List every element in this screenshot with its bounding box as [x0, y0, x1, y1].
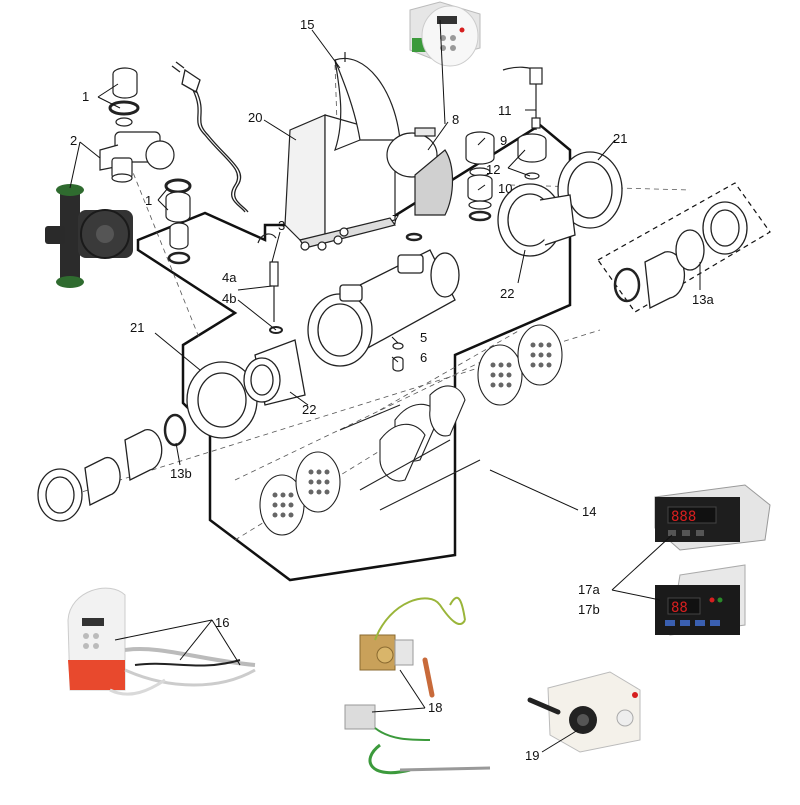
label-1-top: 1 — [82, 89, 89, 104]
label-16: 16 — [215, 615, 229, 630]
label-8: 8 — [452, 112, 459, 127]
fittings-9-10 — [465, 131, 495, 222]
label-17b: 17b — [578, 602, 600, 617]
label-2: 2 — [70, 133, 77, 148]
thermostat-18-bottom — [344, 704, 491, 775]
heat-exchanger-body — [307, 232, 460, 367]
control-box-drawing — [284, 52, 454, 251]
label-4b: 4b — [222, 291, 236, 306]
kit-13a-dashed-box — [597, 182, 771, 313]
label-11: 11 — [498, 103, 512, 118]
label-6: 6 — [420, 350, 427, 365]
plate-perforations — [272, 342, 552, 518]
power-cable — [171, 61, 249, 213]
union-nut-21-right — [557, 151, 623, 229]
label-18: 18 — [428, 700, 442, 715]
label-4a: 4a — [222, 270, 237, 285]
flange-22-left — [243, 339, 306, 406]
pump-housing-drawing — [99, 131, 175, 183]
label-14: 14 — [582, 504, 596, 519]
circulation-pump-photo — [45, 184, 133, 288]
display-17a-digits: 888 — [671, 509, 696, 525]
leader-lines — [69, 19, 701, 753]
label-13a: 13a — [692, 292, 714, 307]
heat-exchanger-outline — [136, 123, 572, 582]
thermostat-19 — [527, 671, 641, 753]
thermostat-18-top — [359, 596, 466, 698]
label-12: 12 — [486, 162, 500, 177]
label-17a: 17a — [578, 582, 600, 597]
label-1-bottom: 1 — [145, 193, 152, 208]
label-20: 20 — [248, 110, 262, 125]
union-fitting-bottom — [164, 178, 192, 265]
union-nut-21-left — [186, 361, 258, 439]
control-unit-16 — [67, 587, 256, 696]
label-15: 15 — [300, 17, 314, 32]
label-7: 7 — [392, 212, 399, 227]
display-17b-digits: 88 — [671, 600, 688, 616]
tube-bundle-plates — [259, 324, 563, 536]
flange-22-right — [497, 183, 576, 257]
small-seals-5-6 — [392, 342, 404, 372]
kit-13b-parts — [37, 413, 187, 522]
label-21-right: 21 — [613, 131, 627, 146]
label-10: 10 — [498, 181, 512, 196]
digital-thermostat-17a: 888 — [654, 484, 771, 551]
label-5: 5 — [420, 330, 427, 345]
label-13b: 13b — [170, 466, 192, 481]
part-labels: 1 2 1 15 20 3 4a 4b 8 9 10 11 12 7 21 22… — [70, 17, 714, 763]
sensor-4a-4b-3 — [257, 233, 283, 334]
label-22-left: 22 — [302, 402, 316, 417]
digital-thermostat-17b: 88 — [655, 564, 746, 636]
union-fitting-top — [108, 67, 140, 127]
label-22-right: 22 — [500, 286, 514, 301]
kit-13a-parts — [613, 201, 748, 309]
label-9: 9 — [500, 133, 507, 148]
label-21-left: 21 — [130, 320, 144, 335]
label-3: 3 — [278, 218, 285, 233]
label-19: 19 — [525, 748, 539, 763]
control-unit-photo-top — [409, 1, 481, 67]
thermostat-probe-11-12 — [502, 66, 547, 180]
